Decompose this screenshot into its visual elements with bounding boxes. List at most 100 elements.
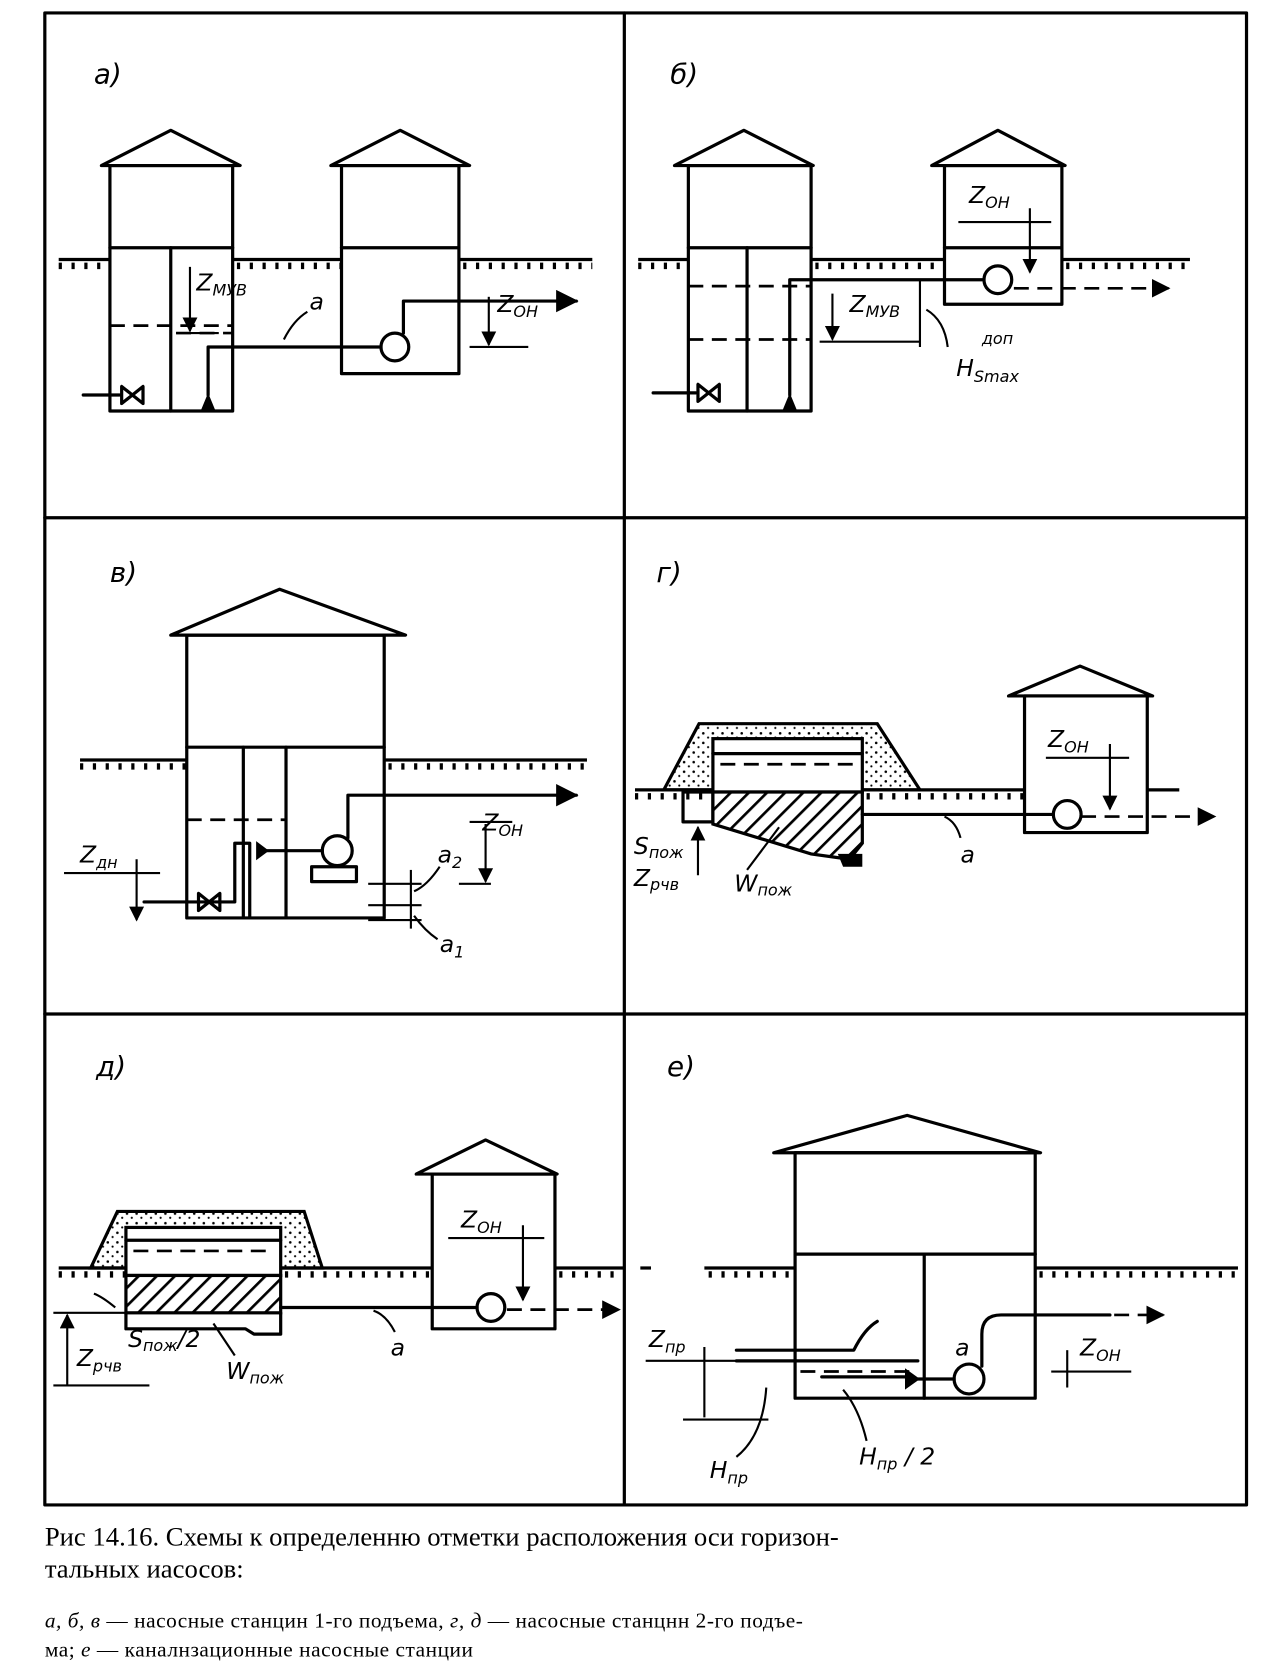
pump-icon — [475, 1292, 507, 1323]
reservoir-bottom — [124, 1311, 283, 1336]
caption-title-line-2: тальных иасосов: — [45, 1553, 244, 1583]
dimension-a: а2 а1 — [368, 840, 464, 961]
valve-icon — [120, 384, 145, 406]
panel-a: а) ZМУВ а — [58, 57, 593, 413]
suction-bell-icon — [905, 1368, 920, 1390]
pump-icon — [1051, 798, 1083, 830]
valve-icon — [696, 382, 721, 404]
caption-title-line-1: Рис 14.16. Схемы к определенню отметки р… — [45, 1521, 839, 1551]
svg-text:ZОН: ZОН — [968, 181, 1010, 212]
suction-pipe — [788, 278, 986, 397]
w-pozh-label: Wпож — [226, 1357, 284, 1387]
w-pozh-leader — [746, 826, 780, 871]
inlet-chamber — [681, 790, 715, 824]
w-pozh-leader — [212, 1322, 236, 1357]
pump-icon — [320, 834, 354, 868]
reservoir — [711, 737, 864, 794]
alpha-leader — [944, 815, 962, 839]
h-pr-half-leader — [842, 1388, 868, 1442]
panel-d: д) ZОН Zрчв Sпож/2 — [53, 1050, 625, 1387]
dimension-z-on: ZОН — [448, 1205, 545, 1302]
h-pr-label: Hпр — [710, 1456, 748, 1487]
svg-text:а1: а1 — [440, 930, 465, 961]
dimension-z-on: ZОН — [1045, 725, 1130, 811]
caption-legend-line-1: а, б, в — насосные станцин 1-го подъема,… — [45, 1609, 804, 1633]
station-building — [169, 587, 408, 920]
fire-reserve-volume — [124, 1273, 283, 1315]
ground-line — [58, 1266, 625, 1278]
svg-text:ZОН: ZОН — [1047, 725, 1089, 756]
hs-max-label: HSmax — [956, 354, 1019, 386]
pump-icon — [982, 264, 1014, 296]
panel-label: б) — [670, 57, 698, 90]
station-building — [772, 1113, 1043, 1400]
panel-label: д) — [95, 1050, 126, 1083]
svg-text:ZМУВ: ZМУВ — [849, 290, 901, 321]
suction-bell-icon — [256, 841, 269, 861]
dimension-z-muv: ZМУВ — [176, 266, 247, 335]
svg-text:Zрчв: Zрчв — [76, 1344, 122, 1375]
suction-bell-icon — [837, 853, 863, 867]
panel-label: а) — [94, 57, 122, 90]
s-pozh-label: Sпож — [634, 832, 684, 862]
caption-legend-line-2: ма; е — каналнзационные насосные станции — [45, 1637, 474, 1661]
ground-line — [80, 758, 587, 770]
valve-icon — [196, 891, 222, 913]
w-pozh-label: Wпож — [734, 869, 792, 899]
dimension-z-dn: Zдн — [64, 840, 161, 922]
pump-building — [930, 128, 1067, 306]
dimension-z-on: ZОН — [469, 290, 538, 349]
svg-text:ZОН: ZОН — [1079, 1334, 1121, 1365]
suction-pipe — [206, 345, 383, 397]
svg-text:ZОН: ZОН — [481, 808, 523, 839]
discharge-pipe — [401, 289, 579, 335]
alpha-label: а — [955, 1334, 969, 1362]
alpha-label: а — [391, 1334, 405, 1362]
pump-icon — [379, 331, 411, 363]
pump-building — [414, 1138, 559, 1331]
dimension-z-on: ZОН — [1051, 1334, 1132, 1388]
svg-text:ZОН: ZОН — [460, 1205, 502, 1236]
hs-sup-label: доп — [981, 329, 1013, 348]
discharge-pipe — [346, 784, 579, 840]
ground-line — [58, 257, 593, 270]
foot-valve-icon — [782, 392, 798, 412]
alpha-leader — [373, 1309, 396, 1333]
panel-g: г) ZОН Sпож Zрчв Wпож а — [633, 556, 1217, 900]
panel-label: г) — [656, 556, 681, 589]
inflow-pipe — [734, 1319, 879, 1352]
ground-line — [638, 257, 1190, 270]
panel-label: е) — [667, 1050, 695, 1083]
panel-e: е) Zпр ZОН а — [640, 1050, 1238, 1488]
ground-line — [640, 1266, 1238, 1278]
h-pr-leader — [735, 1387, 768, 1458]
discharge-pipe — [980, 1313, 1112, 1368]
pump-building — [1006, 664, 1155, 835]
s-pozh-half-label: Sпож/2 — [128, 1325, 200, 1355]
alpha-label: а — [309, 288, 323, 316]
pump-building — [329, 128, 472, 376]
svg-text:Zдн: Zдн — [79, 840, 118, 871]
panel-grid — [43, 11, 1249, 1507]
svg-text:ZОН: ZОН — [496, 290, 538, 321]
dimension-z-pr: Zпр — [645, 1325, 769, 1421]
hs-leader — [925, 308, 949, 348]
svg-text:а2: а2 — [438, 840, 463, 871]
dimension-z-on: ZОН — [458, 808, 523, 885]
pump-base — [310, 865, 359, 884]
dimension-z-rchv: Zрчв — [53, 1311, 150, 1387]
s-pozh-leader — [93, 1292, 116, 1309]
intake-building — [672, 128, 815, 413]
panel-label: в) — [110, 556, 137, 589]
inlet-pipe — [142, 841, 252, 920]
svg-text:Zпр: Zпр — [648, 1325, 686, 1356]
fire-reserve-volume — [711, 790, 864, 861]
dimension-z-on: ZОН — [958, 181, 1052, 274]
alpha-leader — [282, 310, 308, 340]
intake-building — [99, 128, 242, 413]
alpha-label: а — [961, 840, 975, 868]
ground-line — [635, 788, 1180, 800]
h-pr-half-label: Hпр / 2 — [859, 1442, 935, 1473]
figure-caption: Рис 14.16. Схемы к определенню отметки р… — [45, 1521, 839, 1661]
